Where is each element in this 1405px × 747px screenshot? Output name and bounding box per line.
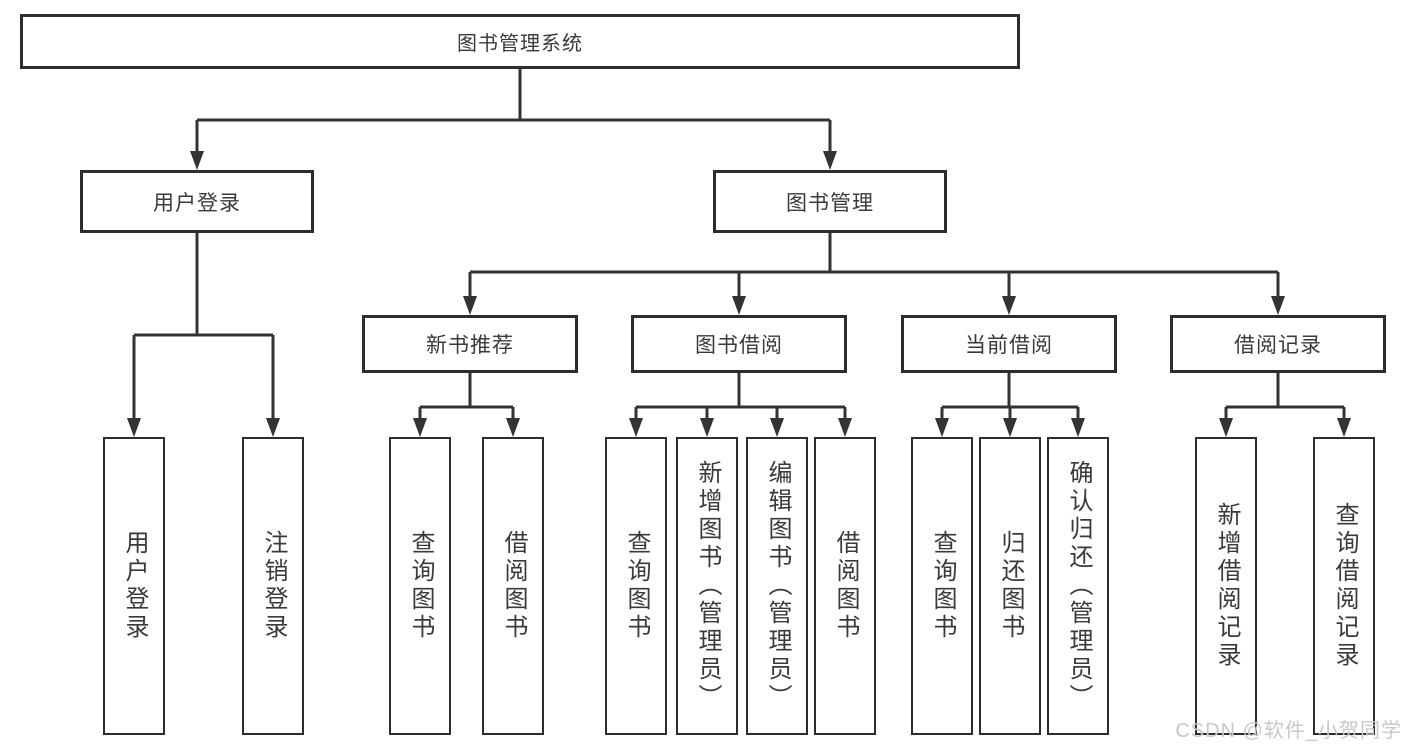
leaf-br-query-record-label: 查询借阅记录 xyxy=(1331,502,1358,670)
leaf-nb-query-books: 查询图书 xyxy=(389,437,451,735)
leaf-bb-query-books-label: 查询图书 xyxy=(623,530,650,642)
leaf-bb-edit-books-admin-label: 编辑图书（管理员） xyxy=(764,460,791,712)
leaf-bb-add-books-admin: 新增图书（管理员） xyxy=(676,437,738,735)
leaf-cb-return-books-label: 归还图书 xyxy=(997,530,1024,642)
leaf-cb-query-books: 查询图书 xyxy=(911,437,973,735)
leaf-nb-borrow-books-label: 借阅图书 xyxy=(500,530,527,642)
leaf-cb-return-books: 归还图书 xyxy=(979,437,1041,735)
leaf-logout-login: 注销登录 xyxy=(242,437,304,735)
leaf-bb-edit-books-admin: 编辑图书（管理员） xyxy=(746,437,808,735)
leaf-logout-login-label: 注销登录 xyxy=(260,530,287,642)
leaf-bb-borrow-books-label: 借阅图书 xyxy=(832,530,859,642)
csdn-watermark: CSDN @软件_小贺同学 xyxy=(1175,720,1402,742)
leaf-cb-confirm-return-admin-label: 确认归还（管理员） xyxy=(1065,460,1092,712)
leaf-bb-add-books-admin-label: 新增图书（管理员） xyxy=(694,460,721,712)
leaf-bb-query-books: 查询图书 xyxy=(605,437,667,735)
leaf-user-login: 用户登录 xyxy=(103,437,165,735)
leaf-nb-borrow-books: 借阅图书 xyxy=(482,437,544,735)
leaf-bb-borrow-books: 借阅图书 xyxy=(814,437,876,735)
node-library-management-system: 图书管理系统 xyxy=(20,14,1020,69)
leaf-br-add-record-label: 新增借阅记录 xyxy=(1213,502,1240,670)
node-book-management: 图书管理 xyxy=(713,170,947,233)
leaf-user-login-label: 用户登录 xyxy=(121,530,148,642)
leaf-br-add-record: 新增借阅记录 xyxy=(1195,437,1257,735)
leaf-nb-query-books-label: 查询图书 xyxy=(407,530,434,642)
node-user-login: 用户登录 xyxy=(80,170,314,233)
leaf-cb-query-books-label: 查询图书 xyxy=(929,530,956,642)
node-new-book-recommend: 新书推荐 xyxy=(362,315,578,373)
node-current-borrow: 当前借阅 xyxy=(901,315,1117,373)
node-borrow-records: 借阅记录 xyxy=(1170,315,1386,373)
leaf-br-query-record: 查询借阅记录 xyxy=(1313,437,1375,735)
leaf-cb-confirm-return-admin: 确认归还（管理员） xyxy=(1047,437,1109,735)
node-book-borrow: 图书借阅 xyxy=(631,315,847,373)
